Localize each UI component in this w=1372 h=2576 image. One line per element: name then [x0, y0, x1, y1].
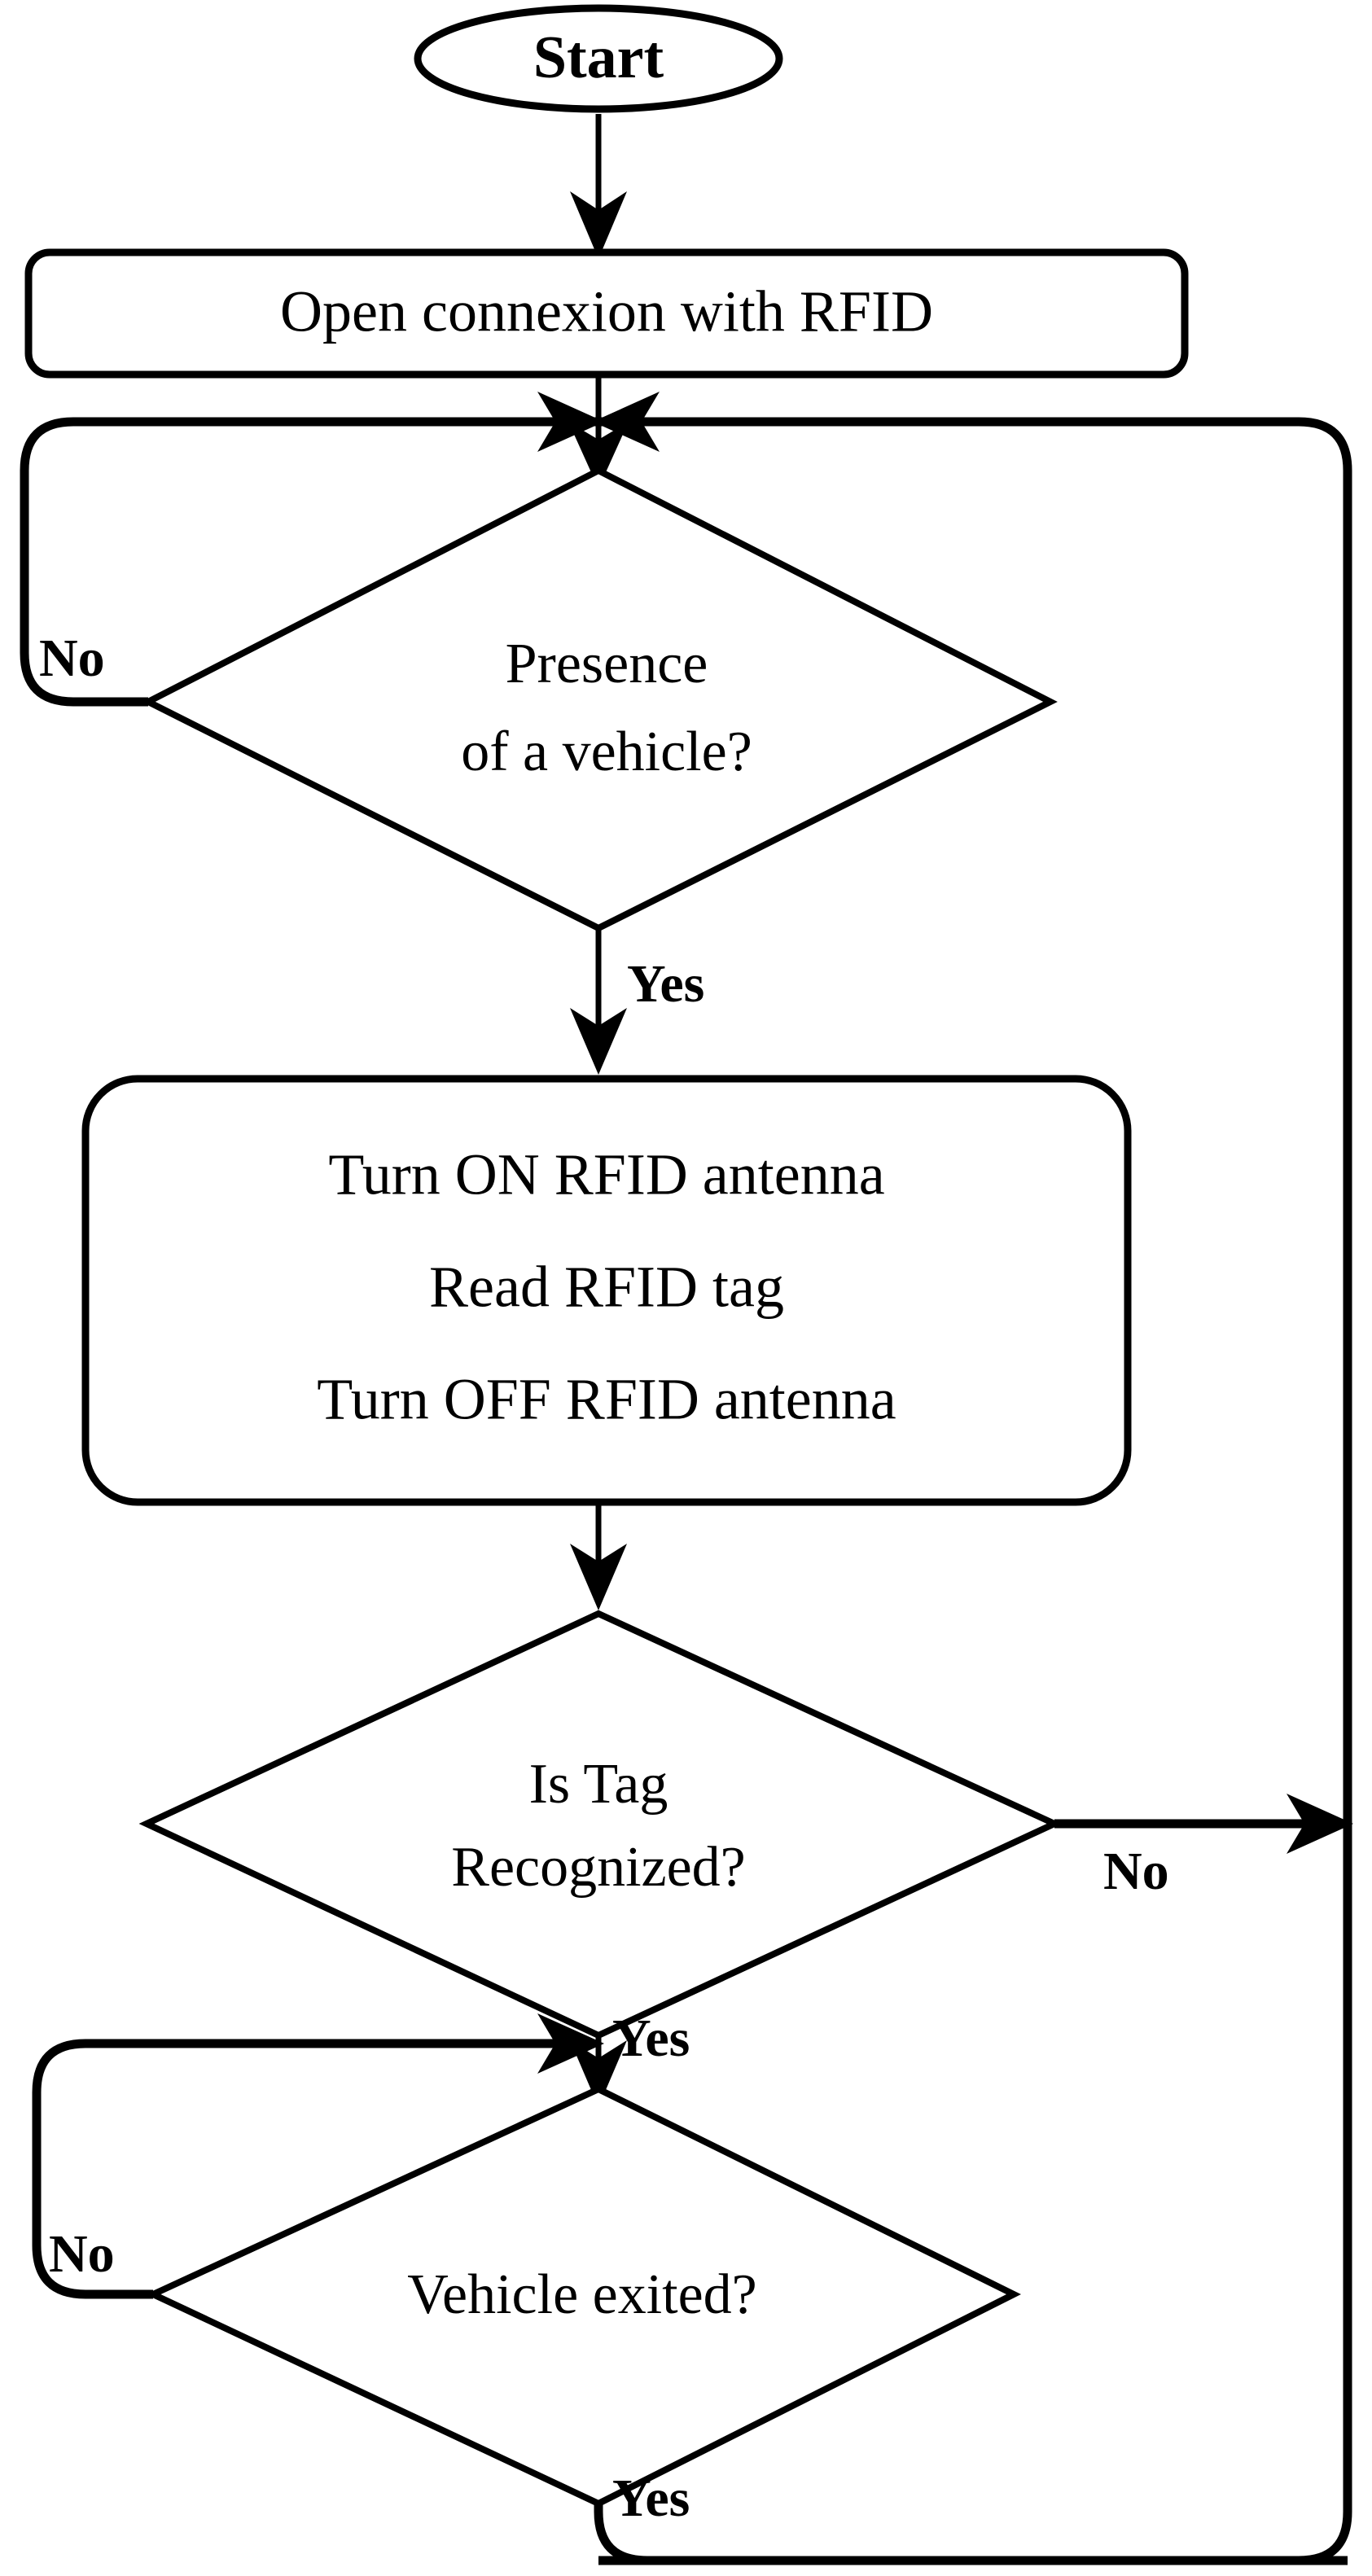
connector-exit-yes: [594, 2504, 1348, 2565]
node-tag-line2: Recognized?: [451, 1836, 745, 1899]
node-tag-decision[interactable]: Is Tag Recognized?: [138, 1610, 1063, 2039]
node-start[interactable]: Start: [414, 4, 783, 113]
connector-start-to-open: [570, 114, 627, 259]
node-exit-decision[interactable]: Vehicle exited?: [145, 2085, 1021, 2508]
branch-label-exit-no: No: [49, 2224, 115, 2284]
node-presence-line1: Presence: [506, 633, 708, 695]
node-tag-line1: Is Tag: [529, 1753, 668, 1816]
node-rfid-read[interactable]: Turn ON RFID antenna Read RFID tag Turn …: [81, 1075, 1132, 1506]
branch-label-tag-no: No: [1103, 1842, 1169, 1901]
node-rfid-read-line3: Turn OFF RFID antenna: [317, 1367, 896, 1432]
node-rfid-read-line1: Turn ON RFID antenna: [328, 1142, 884, 1207]
node-open-connection[interactable]: Open connexion with RFID: [24, 248, 1189, 379]
connector-presence-yes: [570, 928, 627, 1075]
node-presence-line2: of a vehicle?: [461, 721, 752, 783]
junction-arrowheads: [537, 392, 660, 488]
connector-exit-no-loop: [32, 2013, 604, 2299]
branch-label-exit-yes: Yes: [612, 2469, 690, 2528]
connector-tag-no: [1054, 1794, 1353, 1854]
node-presence-decision[interactable]: Presence of a vehicle?: [141, 467, 1058, 932]
branch-label-presence-yes: Yes: [627, 954, 704, 1014]
connector-read-to-tag: [570, 1502, 627, 1610]
branch-label-tag-yes: Yes: [612, 2009, 690, 2068]
node-start-label: Start: [533, 24, 664, 91]
node-exit-line1: Vehicle exited?: [407, 2263, 757, 2326]
node-rfid-read-line2: Read RFID tag: [429, 1255, 784, 1320]
branch-label-presence-no: No: [39, 629, 105, 688]
node-open-connection-label: Open connexion with RFID: [280, 279, 933, 344]
connector-presence-no-loop: [20, 417, 598, 707]
